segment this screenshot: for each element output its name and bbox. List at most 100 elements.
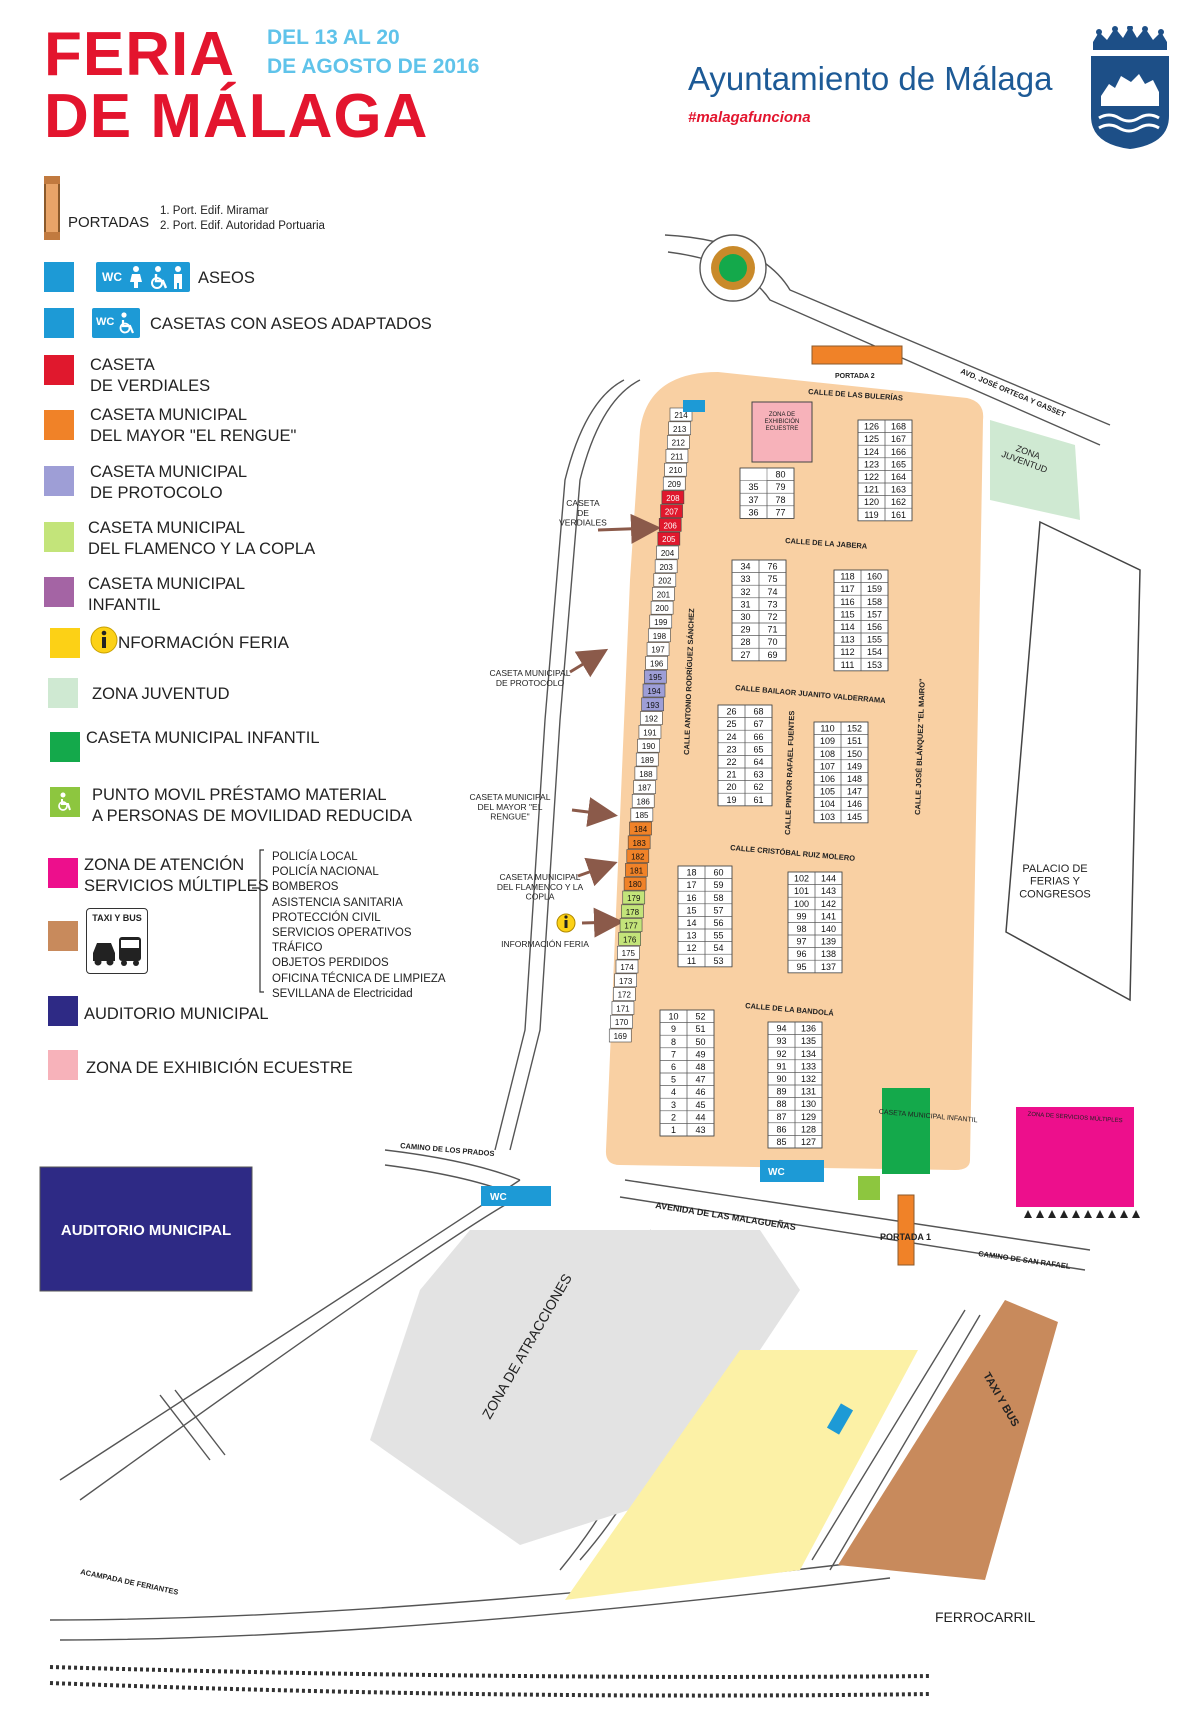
caseta-number: 116 <box>840 597 854 607</box>
taxi-bus-icon <box>93 937 141 966</box>
legend-flamenco-2: DEL FLAMENCO Y LA COPLA <box>88 540 316 558</box>
punto-movil-map <box>858 1176 880 1200</box>
caseta-block: 1261251241231221211201191681671661651641… <box>857 419 913 522</box>
caseta-number: 159 <box>867 584 882 594</box>
legend-infantil-p-1: CASETA MUNICIPAL <box>88 575 246 593</box>
caseta-block: 1181171161151141131121111601591581571561… <box>833 569 889 672</box>
legend-swatch-casetas-aseos <box>44 308 74 338</box>
street-ferrocarril: FERROCARRIL <box>935 1609 1036 1625</box>
legend-casetas-aseos: CASETAS CON ASEOS ADAPTADOS <box>150 315 432 333</box>
west-caseta-number: 173 <box>619 977 633 986</box>
caseta-number: 160 <box>867 572 882 582</box>
feria-title-line1: FERIA <box>44 20 235 89</box>
services-bracket <box>252 849 264 993</box>
ferial-grounds <box>605 372 984 1170</box>
west-caseta-number: 174 <box>620 963 634 972</box>
west-caseta-number: 179 <box>627 894 641 903</box>
west-caseta-cell <box>637 738 660 753</box>
caseta-number: 123 <box>864 459 879 469</box>
caseta-number: 137 <box>821 962 836 972</box>
caseta-number: 129 <box>801 1112 816 1122</box>
west-caseta-cell <box>631 794 655 808</box>
west-caseta-cell <box>656 545 679 560</box>
caseta-number: 130 <box>801 1099 816 1109</box>
caseta-number: 26 <box>726 707 736 717</box>
legend-verdiales-2: DE VERDIALES <box>90 377 211 395</box>
west-caseta-cell <box>649 614 673 629</box>
west-caseta-cell <box>654 559 678 574</box>
west-caseta-number: 194 <box>647 687 661 696</box>
caseta-number: 4 <box>671 1087 676 1097</box>
info-icon <box>90 626 118 654</box>
service-item: BOMBEROS <box>272 881 339 894</box>
west-caseta-number: 183 <box>632 839 646 848</box>
caseta-number: 125 <box>864 434 879 444</box>
west-caseta-cell <box>610 1014 633 1029</box>
caseta-number: 45 <box>695 1100 705 1110</box>
west-caseta-number: 175 <box>622 949 636 958</box>
west-caseta-number: 178 <box>626 908 640 917</box>
legend-movil-1: PUNTO MOVIL PRÉSTAMO MATERIAL <box>92 786 387 804</box>
west-caseta-number: 199 <box>654 618 668 627</box>
caseta-number: 127 <box>801 1137 816 1147</box>
west-caseta-cell <box>664 462 687 477</box>
caseta-number: 3 <box>671 1100 676 1110</box>
caseta-number: 97 <box>796 937 806 947</box>
railway <box>49 1665 931 1698</box>
west-caseta-cell <box>644 669 667 684</box>
caseta-number: 52 <box>695 1012 705 1022</box>
caseta-number: 146 <box>847 799 862 809</box>
taxi-bus-badge: TAXI Y BUS <box>86 908 148 974</box>
legend-swatch-auditorio <box>48 996 78 1026</box>
street-feriantes: ACAMPADA DE FERIANTES <box>80 1567 180 1597</box>
west-caseta-cell <box>623 876 647 891</box>
service-item: SERVICIOS OPERATIVOS <box>272 927 412 940</box>
wc-marker-north <box>683 400 705 412</box>
legend-swatch-taxi <box>48 921 78 951</box>
caseta-number: 31 <box>740 599 750 609</box>
caseta-cell <box>860 657 889 672</box>
caseta-number: 35 <box>748 482 758 492</box>
caseta-number: 114 <box>840 622 854 632</box>
west-caseta-number: 187 <box>638 784 652 793</box>
caseta-number: 8 <box>671 1037 676 1047</box>
service-item: POLICÍA LOCAL <box>272 851 358 863</box>
caseta-number: 23 <box>726 744 736 754</box>
west-caseta-number: 182 <box>631 853 645 862</box>
legend-wc-badge: WC <box>96 262 190 292</box>
caseta-number: 25 <box>726 719 736 729</box>
wc-marker-south <box>760 1160 824 1182</box>
legend-swatch-informacion <box>50 628 80 658</box>
caseta-number: 102 <box>794 874 809 884</box>
service-item: OFICINA TÉCNICA DE LIMPIEZA <box>272 972 446 985</box>
legend-atencion-2: SERVICIOS MÚLTIPLES <box>84 877 269 895</box>
west-caseta-number: 196 <box>650 659 664 668</box>
caseta-number: 43 <box>695 1125 705 1135</box>
legend-swatch-infantil-purple <box>44 577 74 607</box>
west-caseta-cell <box>662 476 686 491</box>
legend-aseos: ASEOS <box>198 269 255 287</box>
west-caseta-number: 198 <box>653 632 667 641</box>
legend-infantil-p-2: INFANTIL <box>88 596 161 614</box>
service-item: ASISTENCIA SANITARIA <box>272 896 403 909</box>
west-caseta-cell <box>622 890 646 905</box>
ayuntamiento-name: Ayuntamiento de Málaga <box>688 60 1053 97</box>
west-caseta-number: 214 <box>674 411 688 420</box>
dates-line2: DE AGOSTO DE 2016 <box>267 55 480 78</box>
caseta-number: 57 <box>713 905 723 915</box>
caseta-number: 107 <box>820 761 835 771</box>
caseta-number: 18 <box>686 868 696 878</box>
legend-verdiales-1: CASETA <box>90 356 155 374</box>
caseta-number: 66 <box>753 732 763 742</box>
caseta-number: 157 <box>867 609 882 619</box>
caseta-number: 131 <box>801 1087 816 1097</box>
zona-amarilla <box>565 1350 918 1600</box>
flag-marker <box>1060 1210 1068 1218</box>
caseta-block: 1021011009998979695144143142141140139138… <box>787 871 843 974</box>
caseta-number: 104 <box>820 799 835 809</box>
west-caseta-number: 184 <box>634 825 648 834</box>
people-accessible-icon <box>130 266 182 289</box>
caseta-cell <box>766 505 795 519</box>
